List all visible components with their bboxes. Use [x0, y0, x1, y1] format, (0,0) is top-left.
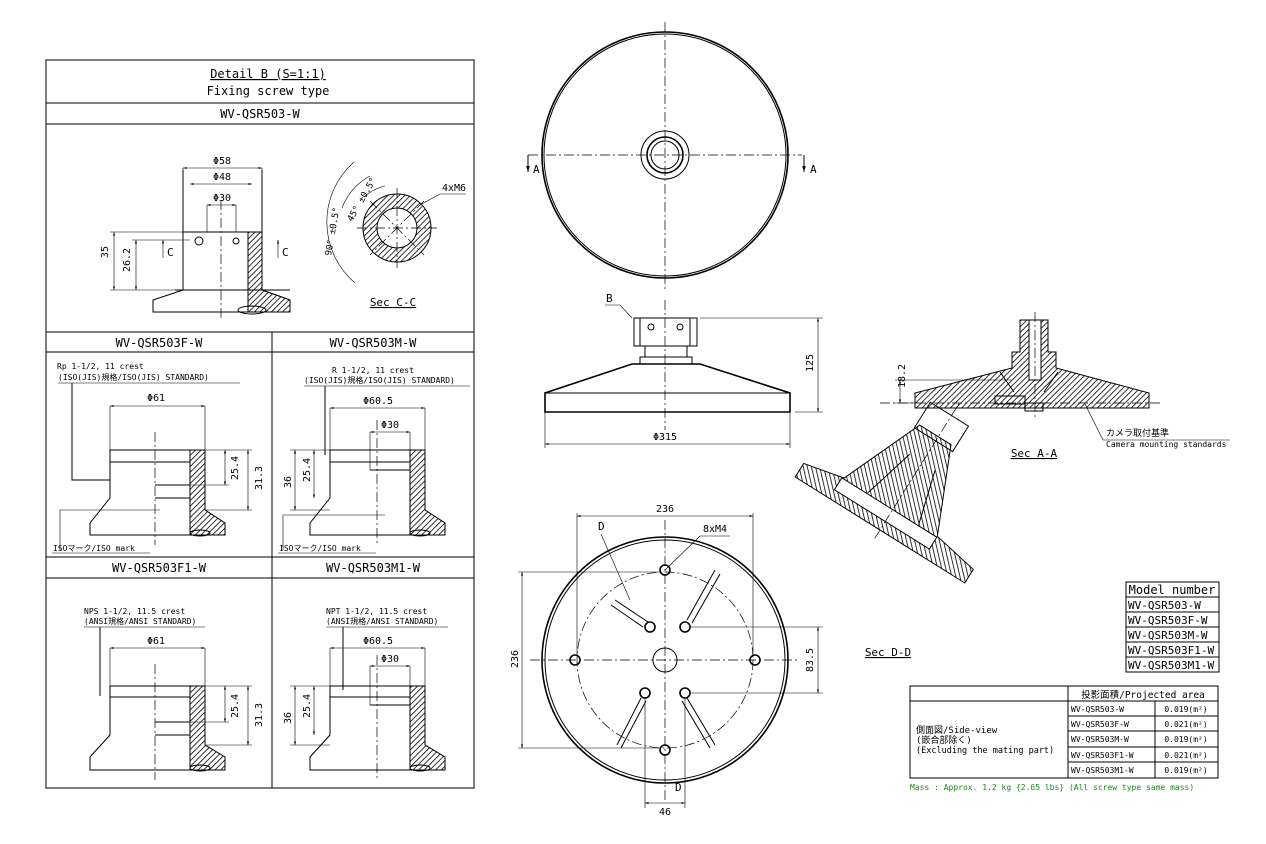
bottom-screws: 8xM4 [703, 524, 727, 535]
section-a-left: A [533, 163, 540, 176]
section-d-top: D [598, 520, 605, 533]
sec-cc-screws: 4xM6 [442, 183, 466, 194]
model-box-item: WV-QSR503-W [1128, 599, 1201, 612]
mass-note: Mass : Approx. 1.2 kg {2.65 lbs} (All sc… [910, 783, 1194, 792]
sec-dd-label: Sec D-D [865, 646, 911, 659]
panel-qsr503f: WV-QSR503F-W Rp 1-1/2, 11 crest (ISO(JIS… [52, 336, 265, 554]
model-box-item: WV-QSR503F-W [1128, 614, 1208, 627]
camera-standard-jp: カメラ取付基準 [1106, 427, 1169, 439]
sec-cc-label: Sec C-C [370, 296, 416, 309]
dim-height-2: 36 [283, 476, 294, 488]
dim-diameter: Φ61 [147, 636, 165, 647]
proj-row-area: 0.019(m²) [1164, 735, 1207, 744]
proj-row-area: 0.019(m²) [1164, 705, 1207, 714]
panel-qsr503f1: WV-QSR503F1-W NPS 1-1/2, 11.5 crest (ANS… [84, 561, 265, 780]
model-box-item: WV-QSR503M-W [1128, 629, 1208, 642]
proj-row-model: WV-QSR503-W [1071, 705, 1124, 714]
front-view: B 125 Φ315 [544, 292, 823, 448]
dim-height-1: 25.4 [230, 694, 241, 718]
panel-model-label: WV-QSR503F-W [116, 336, 203, 350]
dim-phi48: Φ48 [213, 172, 231, 183]
panel-model-label: WV-QSR503M1-W [326, 561, 421, 575]
section-d-bottom: D [675, 781, 682, 794]
dim-inner-diameter: Φ30 [381, 420, 399, 431]
dim-46: 46 [659, 807, 671, 818]
dim-phi58: Φ58 [213, 156, 231, 167]
dim-height-1: 25.4 [302, 458, 313, 482]
sec-aa-label: Sec A-A [1011, 447, 1058, 460]
ribs [610, 569, 721, 749]
dim-26-2: 26.2 [122, 248, 133, 272]
section-a-right: A [810, 163, 817, 176]
dim-height-1: 25.4 [230, 456, 241, 480]
proj-table-left-3: (Excluding the mating part) [916, 746, 1054, 756]
thread-standard: (ANSI規格/ANSI STANDARD) [326, 616, 438, 626]
panel-model-label: WV-QSR503F1-W [112, 561, 207, 575]
model-box-item: WV-QSR503M1-W [1128, 659, 1214, 672]
top-view: A A [526, 22, 817, 290]
dim-height-2: 31.3 [254, 703, 265, 727]
proj-row-area: 0.021(m²) [1164, 720, 1207, 729]
iso-mark-note: ISOマーク/ISO mark [279, 544, 361, 553]
dim-236-side: 236 [510, 650, 521, 668]
model-box-header: Model number [1129, 583, 1216, 597]
proj-row-model: WV-QSR503F-W [1071, 720, 1129, 729]
thread-spec: NPS 1-1/2, 11.5 crest [84, 607, 185, 616]
detail-b-marker: B [606, 292, 613, 305]
dim-height-1: 25.4 [302, 694, 313, 718]
sec-cc-drawing: 4xM6 90° ±0.5° 45° ±0.5° Sec C-C [324, 161, 466, 309]
iso-mark-note: ISOマーク/ISO mark [53, 544, 135, 553]
detail-b-panel: Detail B (S=1:1) Fixing screw type WV-QS… [45, 59, 475, 789]
section-c-right: C [282, 246, 289, 259]
model-box-item: WV-QSR503F1-W [1128, 644, 1214, 657]
proj-table-left-2: (嵌合部除く) [916, 734, 972, 746]
dim-236-top: 236 [656, 504, 674, 515]
dim-35: 35 [100, 246, 111, 258]
panel-qsr503m: WV-QSR503M-W R 1-1/2, 11 crest (ISO(JIS)… [278, 336, 470, 554]
camera-standard-en: Camera mounting standards [1106, 440, 1227, 449]
dim-phi315: Φ315 [653, 432, 677, 443]
thread-spec: R 1-1/2, 11 crest [332, 366, 414, 375]
proj-row-model: WV-QSR503M-W [1071, 735, 1129, 744]
proj-row-model: WV-QSR503M1-W [1071, 766, 1134, 775]
dim-height-125: 125 [805, 354, 816, 372]
thread-spec: Rp 1-1/2, 11 crest [57, 362, 144, 371]
thread-standard: (ISO(JIS)規格/ISO(JIS) STANDARD) [58, 372, 209, 382]
section-c-left: C [167, 246, 174, 259]
sec-cc-angle-90: 90° ±0.5° [324, 207, 342, 257]
thread-standard: (ISO(JIS)規格/ISO(JIS) STANDARD) [304, 375, 455, 385]
dim-diameter: Φ60.5 [363, 636, 393, 647]
bottom-view: D 8xM4 236 236 83.5 46 D [510, 504, 823, 818]
panel-qsr503m1: WV-QSR503M1-W NPT 1-1/2, 11.5 crest (ANS… [283, 561, 448, 780]
dim-height-2: 36 [283, 712, 294, 724]
proj-table-header: 投影面積/Projected area [1081, 689, 1205, 701]
proj-row-model: WV-QSR503F1-W [1071, 751, 1134, 760]
dim-height-2: 31.3 [254, 466, 265, 490]
sec-aa-view: 18.2 カメラ取付基準 Camera mounting standards S… [880, 312, 1230, 460]
panel-model-label: WV-QSR503M-W [330, 336, 417, 350]
dim-83-5: 83.5 [805, 648, 816, 672]
dim-diameter: Φ60.5 [363, 396, 393, 407]
detail-b-model: WV-QSR503-W [220, 107, 300, 121]
dim-diameter: Φ61 [147, 393, 165, 404]
proj-row-area: 0.019(m²) [1164, 766, 1207, 775]
detail-b-subtitle: Fixing screw type [207, 84, 330, 98]
model-number-box: Model number WV-QSR503-W WV-QSR503F-W WV… [1125, 581, 1220, 673]
thread-spec: NPT 1-1/2, 11.5 crest [326, 607, 427, 616]
detail-b-title: Detail B (S=1:1) [210, 67, 326, 81]
proj-row-area: 0.021(m²) [1164, 751, 1207, 760]
dim-inner-diameter: Φ30 [381, 654, 399, 665]
proj-table-left-1: 側面図/Side-view [916, 724, 998, 736]
detail-b-drawing: Φ58 Φ48 Φ30 35 26.2 C C [100, 156, 291, 320]
dim-18-2: 18.2 [897, 364, 908, 388]
dim-phi30: Φ30 [213, 193, 231, 204]
projected-area-table: 投影面積/Projected area 側面図/Side-view (嵌合部除く… [909, 685, 1219, 779]
sec-dd-view: Sec D-D [794, 401, 974, 659]
thread-standard: (ANSI規格/ANSI STANDARD) [84, 616, 196, 626]
